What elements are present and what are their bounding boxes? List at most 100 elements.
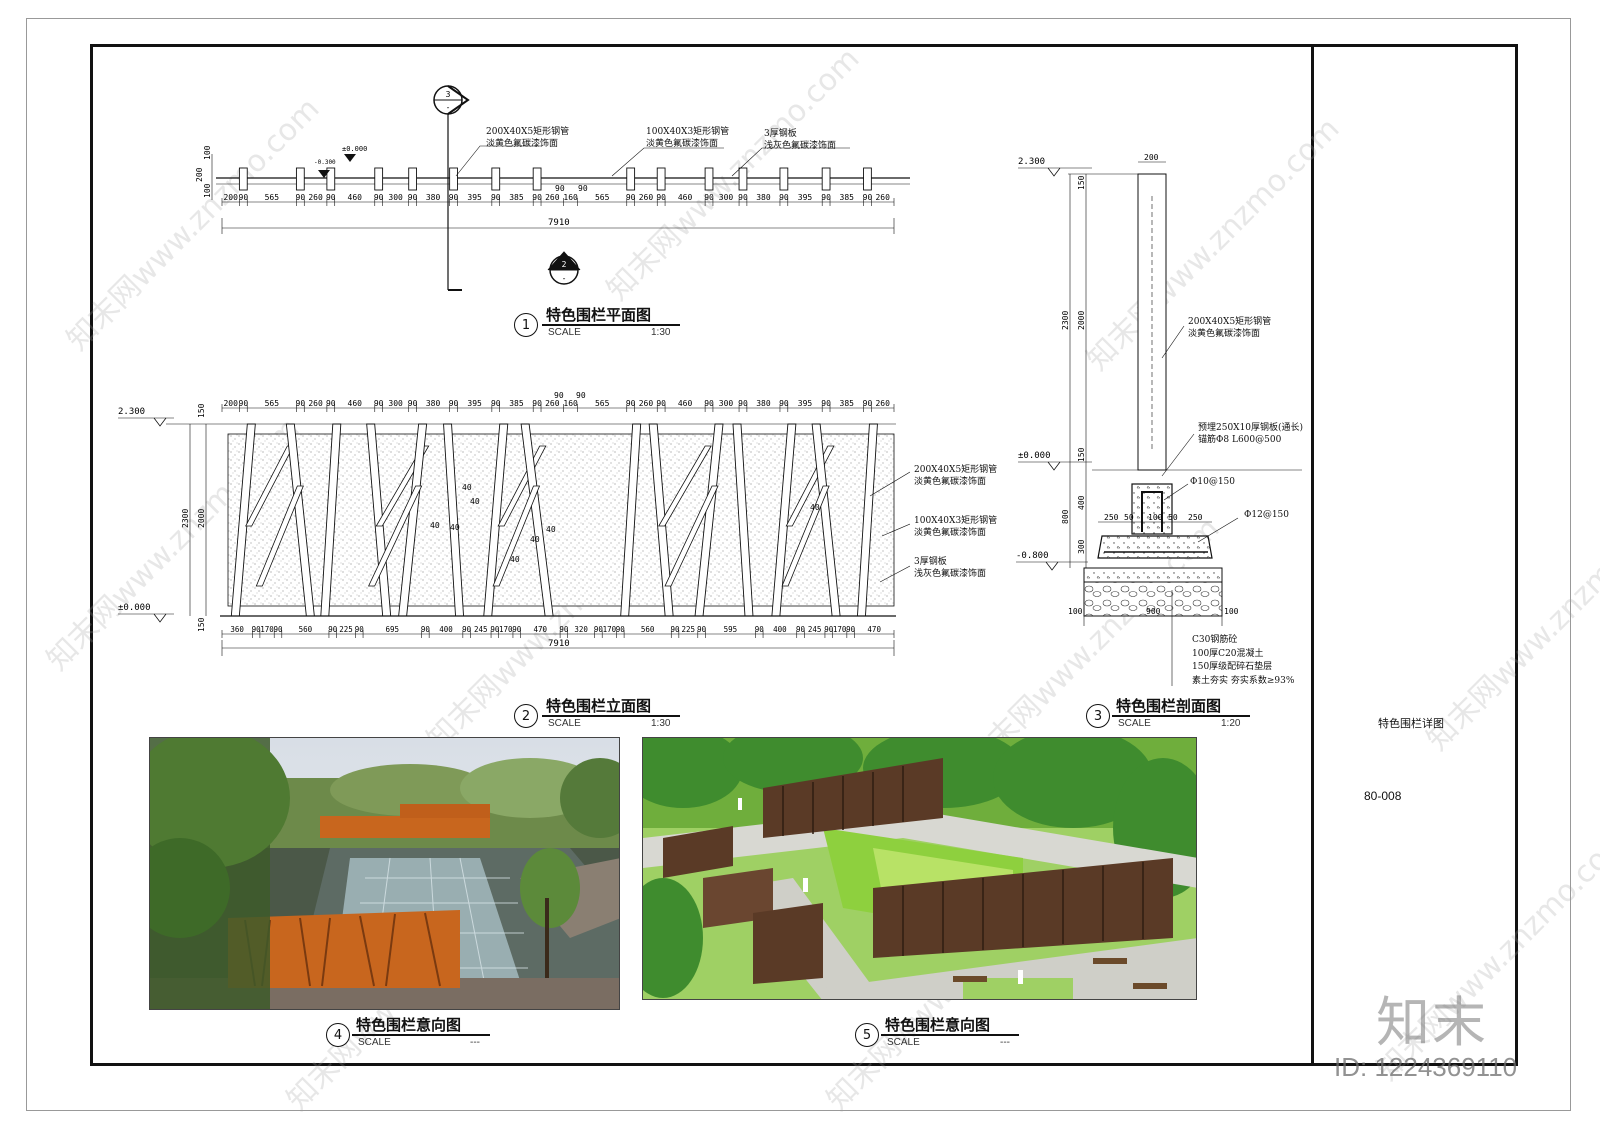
- plan-post: [532, 167, 542, 191]
- dim-value: 170: [833, 625, 847, 634]
- fence-brace: [664, 485, 719, 587]
- section-level-ground: ±0.000: [1018, 451, 1051, 461]
- elev-level-bottom: ±0.000: [118, 603, 174, 623]
- plan-post: [704, 167, 714, 191]
- dim-value: 260: [875, 193, 890, 202]
- dim-value: 90: [616, 625, 626, 634]
- dim-value: 90: [559, 625, 569, 634]
- section-dim-top: 200: [1144, 153, 1159, 162]
- fence-brace: [368, 485, 423, 587]
- dim-value: 90: [704, 399, 714, 408]
- dim-value: 260: [639, 193, 654, 202]
- svg-text:250: 250: [1188, 513, 1203, 522]
- note-line: 淡黄色氟碳漆饰面: [1188, 329, 1261, 339]
- svg-text:2.300: 2.300: [118, 407, 145, 417]
- dim-value: 90: [821, 399, 831, 408]
- dim-value: 90: [296, 193, 306, 202]
- dim-value: 300: [719, 193, 734, 202]
- section-scale-label: SCALE: [1118, 718, 1151, 729]
- section-level-bottom: -0.800: [1016, 551, 1049, 561]
- dim-value: 385: [509, 193, 524, 202]
- fence-brace: [781, 485, 830, 587]
- note-line: 淡黄色氟碳漆饰面: [914, 528, 987, 538]
- dim-value: 395: [467, 399, 482, 408]
- plan-post: [326, 167, 336, 191]
- elev-left-dims: 150 2300 2000 150: [181, 403, 207, 632]
- plan-post: [491, 167, 501, 191]
- dim-value: 260: [308, 193, 323, 202]
- photo-5-image: [643, 738, 1196, 999]
- dim-value: 400: [773, 625, 787, 634]
- dim-value: 90: [491, 399, 501, 408]
- dim-value: 245: [808, 625, 822, 634]
- angle-label: 40: [546, 525, 556, 534]
- plan-post: [295, 167, 305, 191]
- svg-text:300: 300: [1077, 539, 1086, 554]
- note-line: 淡黄色氟碳漆饰面: [486, 139, 559, 149]
- dim-value: 260: [308, 399, 323, 408]
- dim-value: 90: [374, 193, 384, 202]
- dim-value: 90: [239, 399, 249, 408]
- dim-value: 90: [326, 193, 336, 202]
- plan-post: [656, 167, 666, 191]
- section-title: 特色围栏剖面图: [1116, 697, 1222, 715]
- fence-group-3: [663, 826, 823, 984]
- svg-text:200: 200: [195, 167, 204, 182]
- section-note-layers: C30钢筋砼 100厚C20混凝土 150厚级配碎石垫层 素土夯实 夯实系数≥9…: [1192, 634, 1294, 688]
- plan-total-dim: 7910: [548, 218, 570, 228]
- elev-dim-top-extra: 90: [576, 391, 586, 400]
- dim-value: 90: [755, 625, 765, 634]
- dim-value: 260: [639, 399, 654, 408]
- elevation-title: 特色围栏立面图: [546, 697, 652, 715]
- dim-value: 385: [840, 193, 855, 202]
- svg-text:2300: 2300: [1061, 311, 1070, 330]
- note-line: 预埋250X10厚钢板(通长): [1198, 423, 1304, 433]
- dim-value: 160: [563, 399, 578, 408]
- plan-posts: [238, 167, 872, 191]
- svg-text:±0.000: ±0.000: [118, 603, 151, 613]
- dim-value: 90: [462, 625, 472, 634]
- plan-post: [449, 167, 458, 191]
- svg-text:2000: 2000: [197, 509, 206, 528]
- svg-text:100: 100: [203, 183, 212, 198]
- section-drawing: 2.300 200 150 2300 2000 150 400 800 300 …: [1016, 153, 1302, 686]
- dim-value: 90: [512, 625, 522, 634]
- dim-value: 565: [595, 193, 610, 202]
- dim-value: 260: [545, 193, 560, 202]
- dim-value: 170: [603, 625, 617, 634]
- photo4-scale-label: SCALE: [358, 1037, 391, 1048]
- dim-value: 395: [467, 193, 482, 202]
- svg-text:150: 150: [1077, 175, 1086, 190]
- plan-note-2: 100X40X3矩形钢管淡黄色氟碳漆饰面: [646, 126, 729, 150]
- angle-label: 40: [430, 521, 440, 530]
- note-line: 锚筋Φ8 L600@500: [1198, 435, 1282, 445]
- dim-value: 90: [863, 399, 873, 408]
- note-line: 150厚级配碎石垫层: [1192, 662, 1273, 672]
- dim-value: 565: [265, 193, 280, 202]
- dim-value: 90: [408, 193, 418, 202]
- elevation-title-underline: [542, 715, 680, 717]
- photo5-scale-label: SCALE: [887, 1037, 920, 1048]
- section-scale: 1:20: [1221, 718, 1241, 729]
- note-line: 200X40X5矩形钢管: [1188, 317, 1272, 327]
- dim-value: 385: [509, 399, 524, 408]
- elev-note-2: 100X40X3矩形钢管淡黄色氟碳漆饰面: [914, 515, 997, 539]
- dim-value: 90: [738, 399, 748, 408]
- sheet-number: 80-008: [1364, 789, 1402, 803]
- dim-value: 90: [796, 625, 806, 634]
- dim-value: 400: [439, 625, 453, 634]
- svg-text:2300: 2300: [181, 509, 190, 528]
- angle-label: 40: [510, 555, 520, 564]
- dim-value: 90: [821, 193, 831, 202]
- dim-value: 560: [299, 625, 313, 634]
- dim-value: 595: [724, 625, 738, 634]
- dim-value: 360: [230, 625, 244, 634]
- note-line: 200X40X5矩形钢管: [486, 127, 570, 137]
- dim-value: 90: [374, 399, 384, 408]
- elevation-scale-label: SCALE: [548, 718, 581, 729]
- svg-text:150: 150: [197, 617, 206, 632]
- dim-value: 380: [426, 399, 441, 408]
- dim-value: 380: [756, 399, 771, 408]
- plan-note-1: 200X40X5矩形钢管淡黄色氟碳漆饰面: [486, 126, 569, 150]
